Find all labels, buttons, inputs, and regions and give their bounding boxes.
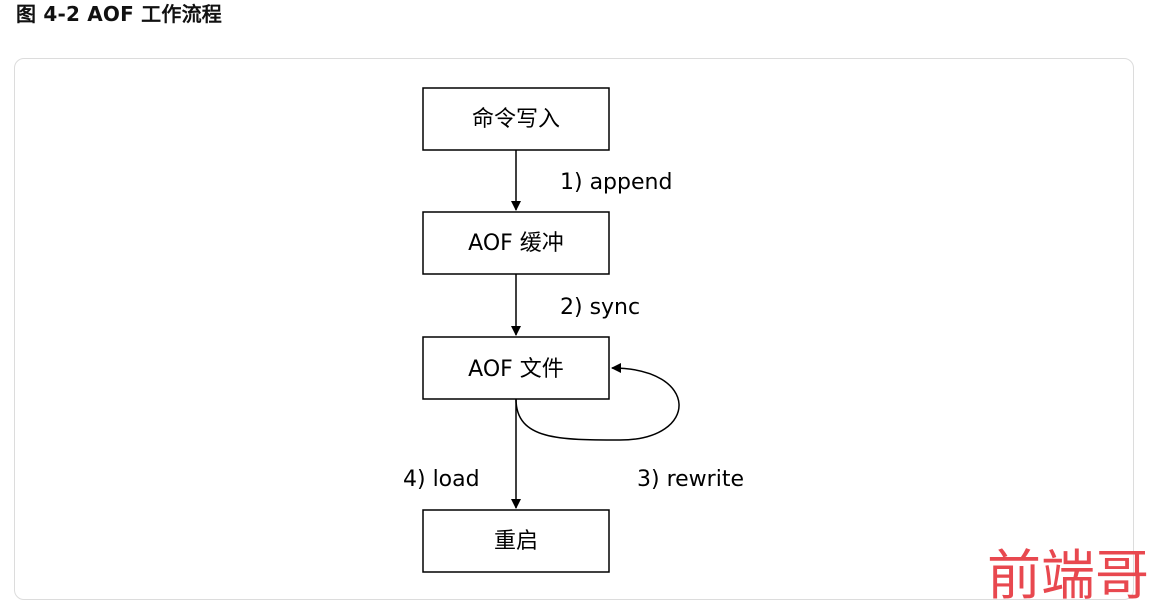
node-command-write-label: 命令写入 (472, 107, 560, 132)
node-aof-file-label: AOF 文件 (468, 357, 564, 382)
edge-rewrite-arrow (515, 363, 680, 441)
edge-load: 4) load (403, 399, 521, 509)
watermark-text: 前端哥 (987, 544, 1149, 607)
edge-append: 1) append (511, 150, 672, 211)
edge-load-label: 4) load (403, 467, 480, 492)
edge-sync-label: 2) sync (560, 295, 640, 320)
node-restart-label: 重启 (494, 529, 538, 554)
figure-caption: 图 4-2 AOF 工作流程 (16, 2, 222, 26)
edge-sync: 2) sync (511, 274, 640, 336)
node-aof-buffer: AOF 缓冲 (422, 211, 610, 275)
node-aof-buffer-label: AOF 缓冲 (468, 231, 564, 256)
edge-rewrite-label: 3) rewrite (637, 467, 744, 492)
node-aof-file: AOF 文件 (422, 336, 610, 400)
edge-rewrite: 3) rewrite (515, 363, 744, 492)
node-restart: 重启 (422, 509, 610, 573)
node-command-write: 命令写入 (422, 87, 610, 151)
edge-append-label: 1) append (560, 170, 672, 195)
